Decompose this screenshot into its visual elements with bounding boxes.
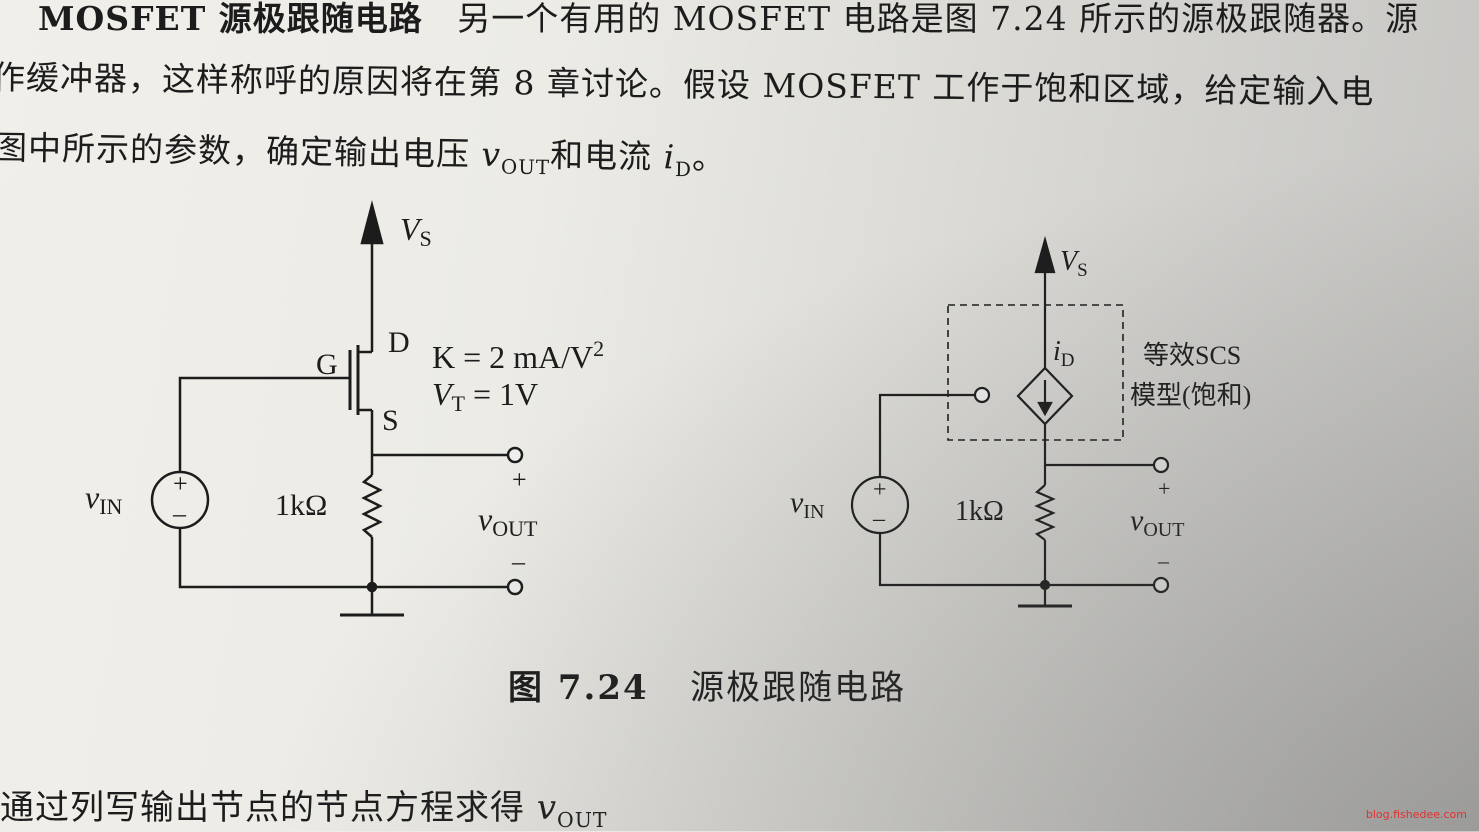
watermark: blog.fishedee.com — [1365, 808, 1467, 821]
vin-label: vIN — [85, 479, 123, 519]
vout-label: vOUT — [1130, 504, 1184, 541]
id-label: iD — [1053, 336, 1075, 371]
section-heading: MOSFET 源极跟随电路 — [38, 0, 423, 38]
vs-arrow-icon — [360, 200, 384, 245]
vs-label: VS — [400, 211, 432, 251]
figure-title: 源极跟随电路 — [690, 668, 907, 708]
scs-model-box — [947, 304, 1124, 441]
minus-sign: – — [172, 499, 187, 528]
text: 通过列写输出节点的节点方程求得 — [0, 788, 525, 828]
plus-sign: + — [173, 469, 188, 498]
model-label-2: 模型(饱和) — [1130, 381, 1251, 410]
text: 另一个有用的 MOSFET 电路是图 7.24 所示的源极跟随器。源 — [457, 0, 1420, 38]
figure-number: 图 7.24 — [508, 668, 649, 708]
minus-sign: – — [872, 506, 886, 532]
source-label: S — [382, 404, 399, 437]
plus-sign: + — [512, 465, 527, 494]
drain-label: D — [388, 326, 410, 359]
resistor — [1034, 484, 1056, 541]
model-label-1: 等效SCS — [1143, 341, 1241, 370]
plus-sign: + — [873, 477, 887, 503]
vout-minus-terminal — [506, 578, 524, 596]
bottom-line: 通过列写输出节点的节点方程求得 vOUT — [0, 780, 608, 832]
vout-plus-terminal — [506, 446, 524, 464]
figure-caption: 图 7.24 源极跟随电路 — [508, 660, 906, 709]
vout-minus-terminal — [1152, 576, 1170, 594]
arrow-down-icon — [1037, 401, 1053, 417]
vout-plus-terminal — [1152, 456, 1170, 474]
paragraph-line-1: MOSFET 源极跟随电路 另一个有用的 MOSFET 电路是图 7.24 所示… — [38, 0, 1419, 40]
vs-label: VS — [1060, 246, 1088, 281]
gate-terminal — [973, 386, 991, 404]
vin-label: vIN — [790, 486, 824, 523]
plus-sign: + — [1158, 476, 1170, 501]
vt-param: VT = 1V — [432, 376, 538, 416]
right-circuit: VS iD 等效SCS 模型(饱和) + – vIN 1kΩ + vOUT – — [790, 235, 1251, 608]
vout-sub: OUT — [557, 807, 608, 832]
resistor-label: 1kΩ — [275, 489, 327, 522]
resistor — [361, 474, 383, 538]
gate-label: G — [316, 348, 338, 381]
k-param: K = 2 mA/V2 — [432, 336, 604, 375]
minus-sign: – — [511, 547, 526, 576]
vs-arrow-icon — [1034, 235, 1056, 274]
vout-label: vOUT — [478, 501, 538, 541]
resistor-label: 1kΩ — [955, 496, 1004, 527]
vout-symbol: v — [536, 788, 558, 828]
minus-sign: – — [1157, 548, 1170, 573]
left-circuit: VS G D S K = 2 mA/V2 VT = 1V + – vIN 1kΩ… — [85, 200, 604, 617]
